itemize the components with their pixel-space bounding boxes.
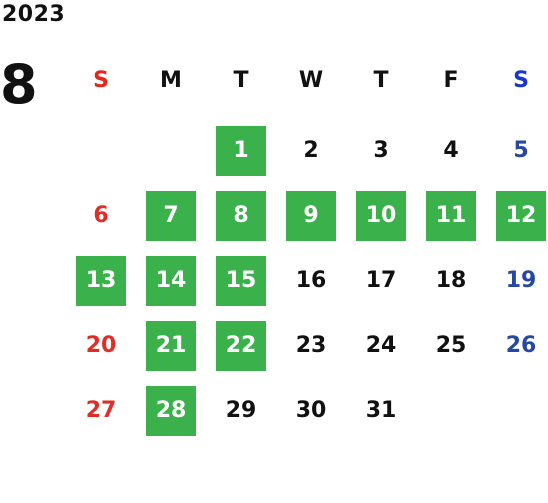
day-cell[interactable]: 24 xyxy=(365,333,397,358)
day-cell[interactable]: 4 xyxy=(443,138,459,163)
day-cell[interactable]: 29 xyxy=(225,398,257,423)
weekday-header-tuesday: T xyxy=(233,68,249,93)
day-cell[interactable]: 18 xyxy=(435,268,467,293)
day-cell[interactable]: 26 xyxy=(505,333,537,358)
day-cell[interactable]: 17 xyxy=(365,268,397,293)
day-cell-highlighted[interactable]: 13 xyxy=(76,256,126,306)
weekday-header-saturday: S xyxy=(513,68,529,93)
day-cell-highlighted[interactable]: 9 xyxy=(286,191,336,241)
day-cell[interactable]: 20 xyxy=(85,333,117,358)
day-cell[interactable]: 30 xyxy=(295,398,327,423)
day-cell[interactable]: 31 xyxy=(365,398,397,423)
weekday-header-thursday: T xyxy=(373,68,389,93)
month-number: 8 xyxy=(0,53,38,116)
day-cell[interactable]: 6 xyxy=(93,203,109,228)
weekday-header-monday: M xyxy=(160,68,182,93)
day-cell-highlighted[interactable]: 21 xyxy=(146,321,196,371)
weekday-header-wednesday: W xyxy=(298,68,324,93)
year-label: 2023 xyxy=(2,2,66,27)
day-cell-highlighted[interactable]: 7 xyxy=(146,191,196,241)
day-cell-highlighted[interactable]: 11 xyxy=(426,191,476,241)
weekday-header-sunday: S xyxy=(93,68,109,93)
day-cell-highlighted[interactable]: 28 xyxy=(146,386,196,436)
day-cell[interactable]: 23 xyxy=(295,333,327,358)
day-cell-highlighted[interactable]: 10 xyxy=(356,191,406,241)
day-cell[interactable]: 27 xyxy=(85,398,117,423)
day-cell[interactable]: 3 xyxy=(373,138,389,163)
weekday-header-friday: F xyxy=(443,68,459,93)
day-cell-highlighted[interactable]: 15 xyxy=(216,256,266,306)
day-cell[interactable]: 25 xyxy=(435,333,467,358)
day-cell[interactable]: 19 xyxy=(505,268,537,293)
day-cell[interactable]: 5 xyxy=(513,138,529,163)
day-cell-highlighted[interactable]: 14 xyxy=(146,256,196,306)
day-cell-highlighted[interactable]: 1 xyxy=(216,126,266,176)
day-cell[interactable]: 16 xyxy=(295,268,327,293)
day-cell[interactable]: 2 xyxy=(303,138,319,163)
day-cell-highlighted[interactable]: 22 xyxy=(216,321,266,371)
day-cell-highlighted[interactable]: 12 xyxy=(496,191,546,241)
day-cell-highlighted[interactable]: 8 xyxy=(216,191,266,241)
